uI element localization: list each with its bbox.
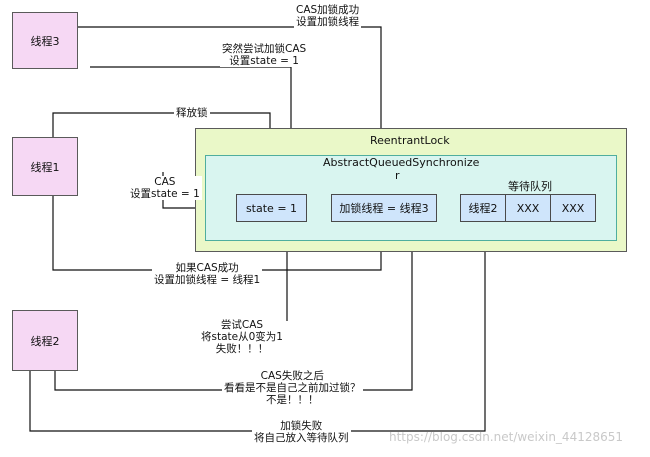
label-release: 释放锁 (174, 107, 210, 119)
thread-2-box: 线程2 (12, 310, 78, 371)
owner-cell: 加锁线程 = 线程3 (331, 194, 437, 222)
aqs-title-line2: r (395, 169, 400, 182)
queue-item-3-label: XXX (561, 201, 585, 215)
thread-3-box: 线程3 (12, 12, 78, 69)
queue-item-2-label: XXX (516, 201, 540, 215)
thread-1-label: 线程1 (30, 160, 60, 174)
state-cell: state = 1 (236, 194, 307, 222)
queue-item-3: XXX (550, 194, 596, 222)
label-if-success: 如果CAS成功 设置加锁线程 = 线程1 (152, 262, 263, 286)
label-try-cas: 尝试CAS 将state从0变为1 失败！！！ (199, 319, 285, 355)
queue-item-1-label: 线程2 (468, 202, 498, 215)
queue-item-1: 线程2 (460, 194, 506, 222)
label-top-cas: CAS加锁成功 设置加锁线程 (294, 4, 362, 28)
aqs-title-line1: AbstractQueuedSynchronize (323, 156, 480, 169)
watermark: https://blog.csdn.net/weixin_44128651 (389, 430, 624, 444)
queue-item-2: XXX (505, 194, 551, 222)
label-cas-t1: CAS 设置state = 1 (128, 176, 202, 200)
queue-title: 等待队列 (508, 180, 552, 193)
reentrant-lock-title: ReentrantLock (370, 134, 450, 147)
state-value: state = 1 (245, 201, 298, 215)
label-sudden-cas: 突然尝试加锁CAS 设置state = 1 (220, 43, 309, 67)
thread-1-box: 线程1 (12, 137, 78, 196)
label-lock-fail: 加锁失败 将自己放入等待队列 (252, 420, 351, 444)
thread-2-label: 线程2 (30, 334, 60, 348)
thread-3-label: 线程3 (30, 34, 60, 48)
owner-value: 加锁线程 = 线程3 (339, 202, 429, 215)
label-after-fail: CAS失败之后 看看是不是自己之前加过锁？ 不是！！！ (222, 370, 363, 406)
